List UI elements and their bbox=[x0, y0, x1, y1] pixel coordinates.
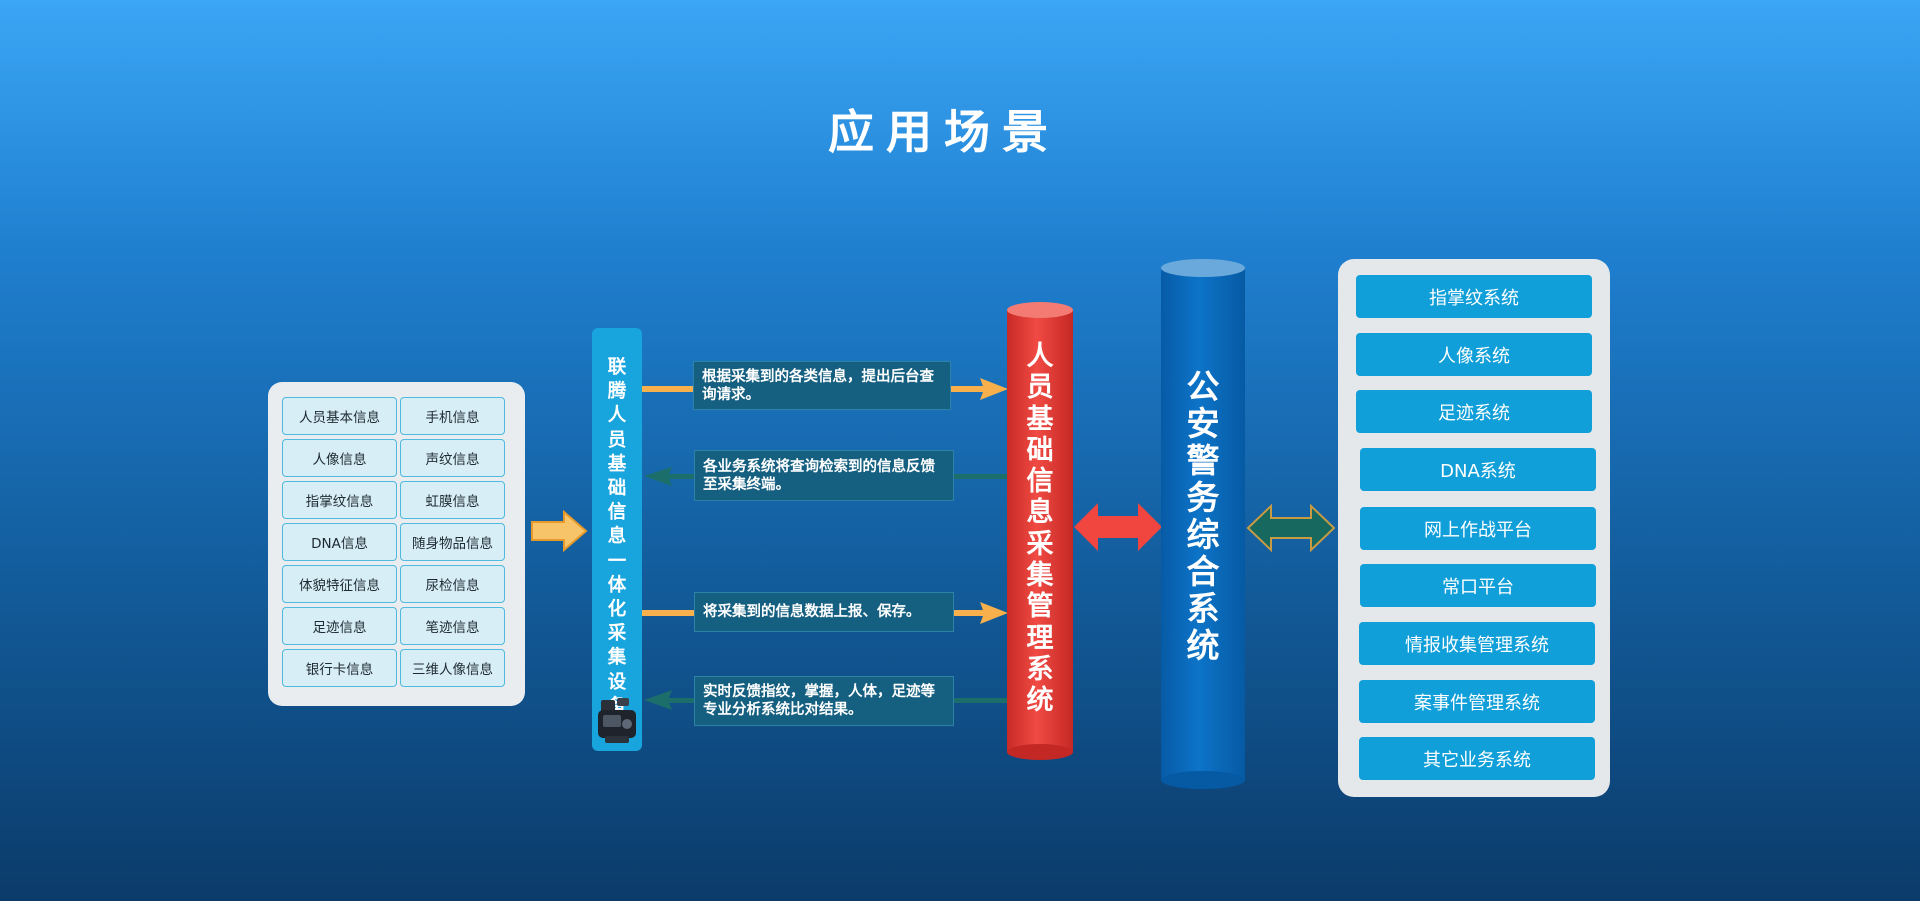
info-item: 体貌特征信息 bbox=[282, 565, 397, 603]
device-icon bbox=[598, 698, 636, 743]
info-item: 人员基本信息 bbox=[282, 397, 397, 435]
info-item: 声纹信息 bbox=[400, 439, 505, 477]
system-item: 网上作战平台 bbox=[1360, 507, 1596, 550]
info-item: 虹膜信息 bbox=[400, 481, 505, 519]
info-item: 手机信息 bbox=[400, 397, 505, 435]
message-report: 将采集到的信息数据上报、保存。 bbox=[694, 592, 954, 632]
info-item: DNA信息 bbox=[282, 523, 397, 561]
message-request: 根据采集到的各类信息，提出后台查询请求。 bbox=[693, 361, 951, 410]
info-item: 随身物品信息 bbox=[400, 523, 505, 561]
info-item: 银行卡信息 bbox=[282, 649, 397, 687]
collection-device-bar: 联腾人员基础信息一体化采集设备 bbox=[592, 328, 642, 751]
business-systems-panel: 指掌纹系统 人像系统 足迹系统 DNA系统 网上作战平台 常口平台 情报收集管理… bbox=[1338, 259, 1610, 797]
system-item: 其它业务系统 bbox=[1359, 737, 1595, 780]
collection-cylinder-shape bbox=[1007, 302, 1073, 760]
collection-device-label: 联腾人员基础信息一体化采集设备 bbox=[607, 357, 627, 717]
info-item: 指掌纹信息 bbox=[282, 481, 397, 519]
info-item: 尿检信息 bbox=[400, 565, 505, 603]
info-item: 笔迹信息 bbox=[400, 607, 505, 645]
system-item: 足迹系统 bbox=[1356, 390, 1592, 433]
message-arrows bbox=[642, 378, 1010, 710]
panel-to-device-arrow bbox=[531, 510, 588, 552]
system-item: 指掌纹系统 bbox=[1356, 275, 1592, 318]
system-item: 人像系统 bbox=[1356, 333, 1592, 376]
teal-double-arrow bbox=[1246, 503, 1336, 553]
system-item: DNA系统 bbox=[1360, 448, 1596, 491]
red-double-arrow bbox=[1074, 503, 1162, 551]
system-item: 常口平台 bbox=[1360, 564, 1596, 607]
collection-system-label: 人员基础信息采集管理系统 bbox=[1026, 341, 1054, 717]
info-item: 人像信息 bbox=[282, 439, 397, 477]
police-system-cylinder: 公安警务综合系统 bbox=[1161, 258, 1245, 790]
info-item: 足迹信息 bbox=[282, 607, 397, 645]
message-feedback: 各业务系统将查询检索到的信息反馈至采集终端。 bbox=[694, 450, 954, 501]
police-cylinder-shape bbox=[1161, 259, 1245, 789]
page-title: 应用场景 bbox=[828, 105, 1060, 159]
system-item: 情报收集管理系统 bbox=[1359, 622, 1595, 665]
police-system-label: 公安警务综合系统 bbox=[1186, 367, 1220, 665]
collection-system-cylinder: 人员基础信息采集管理系统 bbox=[1007, 301, 1073, 761]
system-item: 案事件管理系统 bbox=[1359, 680, 1595, 723]
message-result: 实时反馈指纹，掌握，人体，足迹等专业分析系统比对结果。 bbox=[694, 676, 954, 726]
info-item: 三维人像信息 bbox=[400, 649, 505, 687]
